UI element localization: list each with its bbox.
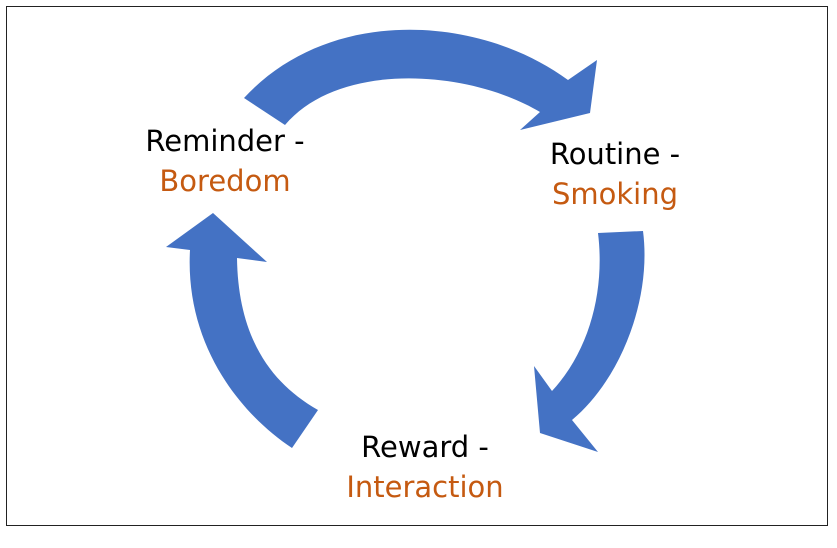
diagram-frame <box>6 6 828 526</box>
node-reward-detail: Interaction <box>346 470 504 504</box>
node-routine: Routine - Smoking <box>530 134 700 214</box>
node-reminder-detail: Boredom <box>159 164 291 198</box>
node-reward-stage: Reward - <box>361 430 489 464</box>
arrow-reminder-to-routine <box>244 29 597 130</box>
node-reward: Reward - Interaction <box>325 427 525 507</box>
arrow-reward-to-reminder <box>166 213 318 448</box>
node-routine-detail: Smoking <box>551 177 679 211</box>
node-routine-stage: Routine - <box>549 137 681 171</box>
node-reminder: Reminder - Boredom <box>130 121 320 201</box>
arrow-routine-to-reward <box>534 231 645 452</box>
node-reminder-stage: Reminder - <box>145 124 305 158</box>
